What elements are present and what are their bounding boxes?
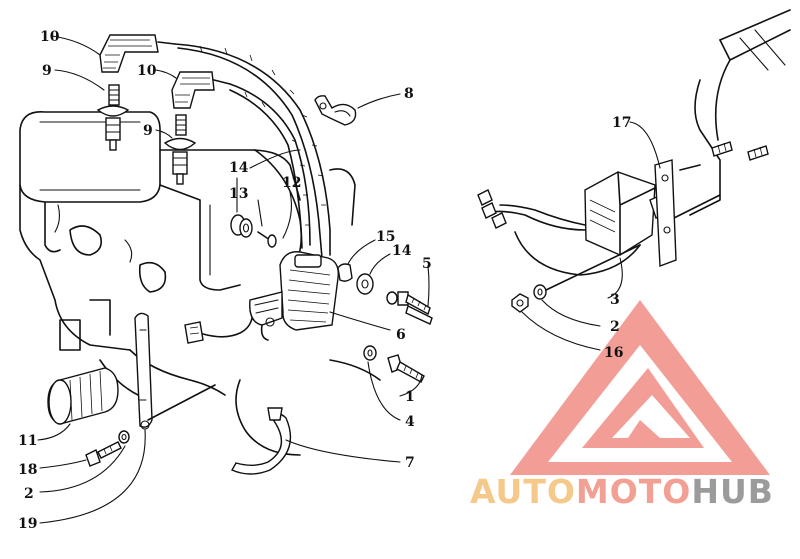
- cdi-nut-washer: [511, 244, 641, 313]
- callout-18: 18: [18, 462, 37, 478]
- spark-plug-cap-upper: [99, 34, 176, 73]
- watermark-brand-text: AUTOMOTOHUB: [470, 472, 795, 512]
- callout-14-lower: 14: [392, 243, 412, 259]
- callout-14-upper: 14: [229, 160, 249, 176]
- callout-5: 5: [422, 256, 432, 272]
- callout-9-lower: 9: [143, 123, 153, 139]
- grommet: [230, 214, 277, 248]
- callout-19: 19: [18, 516, 37, 532]
- wire-clamp: [314, 95, 357, 126]
- callout-17: 17: [612, 115, 631, 131]
- engine-block: [19, 111, 381, 456]
- callout-10-lower: 10: [137, 63, 157, 79]
- callout-3: 3: [610, 292, 620, 308]
- ignition-coil: [249, 251, 339, 341]
- callout-6: 6: [396, 327, 406, 343]
- callout-10-upper: 10: [40, 29, 60, 45]
- sleeve: [47, 367, 119, 425]
- callout-1: 1: [405, 389, 415, 405]
- coil-spacer: [337, 263, 374, 295]
- callout-9-upper: 9: [42, 63, 52, 79]
- callout-labels: 10 9 10 9 8 14 13 12 15 14 5 6 1 4 7 11 …: [18, 29, 631, 532]
- callout-11: 11: [18, 433, 37, 449]
- leader-lines: [37, 35, 661, 524]
- cdi-wiring: [477, 189, 641, 276]
- callout-8: 8: [404, 86, 414, 102]
- spark-plug-lower: [163, 114, 197, 185]
- callout-2-left: 2: [24, 486, 34, 502]
- callout-7: 7: [405, 455, 415, 471]
- callout-12: 12: [282, 175, 301, 191]
- spark-plug-upper: [96, 84, 130, 151]
- callout-2-right: 2: [610, 319, 620, 335]
- brand-auto: AUTO: [470, 472, 576, 511]
- watermark-triangle-logo: [510, 300, 770, 475]
- cdi-mount-screws: [711, 141, 769, 161]
- brand-moto: MOTO: [575, 472, 692, 511]
- support-strap: [134, 312, 216, 430]
- callout-13: 13: [229, 186, 248, 202]
- strap-bolt: [85, 430, 130, 467]
- coil-lead-wire: [184, 317, 253, 344]
- callout-16: 16: [604, 345, 623, 361]
- callout-15: 15: [376, 229, 395, 245]
- cdi-box: [584, 159, 677, 267]
- callout-4: 4: [405, 414, 415, 430]
- band-clamp: [231, 407, 292, 475]
- brand-hub: HUB: [691, 472, 774, 511]
- coil-bolts: [386, 291, 433, 325]
- spark-plug-cap-lower: [171, 71, 231, 109]
- ignition-wires: [174, 43, 331, 271]
- frame-bracket: [659, 9, 791, 226]
- lower-bolt: [363, 345, 425, 383]
